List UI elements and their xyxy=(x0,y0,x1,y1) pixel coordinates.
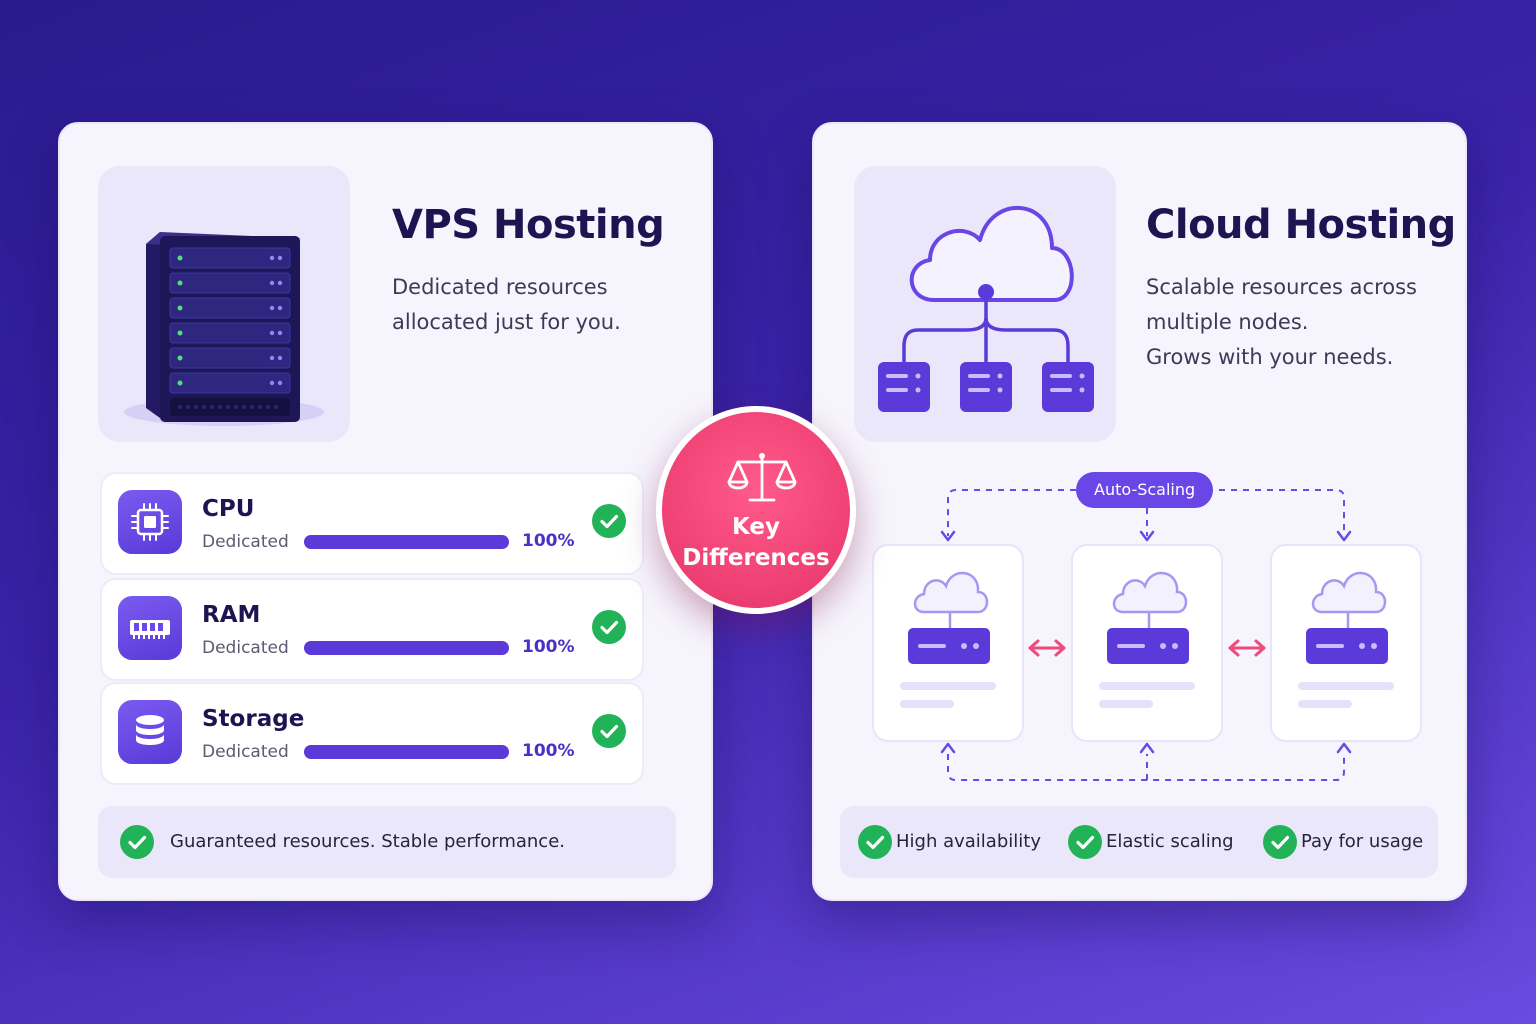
resource-progress-bar xyxy=(304,535,509,549)
cloud-node xyxy=(1071,544,1223,742)
resource-percent: 100% xyxy=(522,531,575,551)
resource-progress-bar xyxy=(304,641,509,655)
vps-hosting-card: VPS Hosting Dedicated resources allocate… xyxy=(58,122,713,901)
check-icon xyxy=(120,825,154,859)
cloud-title: Cloud Hosting xyxy=(1146,202,1456,248)
resource-name: Storage xyxy=(202,706,305,732)
auto-scaling-label: Auto-Scaling xyxy=(1076,472,1214,508)
resource-percent: 100% xyxy=(522,637,575,657)
resource-row-storage: Storage Dedicated 100% xyxy=(100,682,644,785)
check-icon xyxy=(858,825,892,859)
scale-icon xyxy=(727,453,797,502)
resource-label: Dedicated xyxy=(202,638,289,658)
cloud-hero-panel xyxy=(854,166,1116,442)
cloud-server-icon xyxy=(1298,571,1394,708)
cloud-features: High availability Elastic scaling Pay fo… xyxy=(840,806,1438,878)
check-icon xyxy=(592,610,626,644)
resource-progress-bar xyxy=(304,745,509,759)
cloud-network-icon xyxy=(878,205,1094,412)
database-icon xyxy=(118,700,182,764)
cpu-chip-icon xyxy=(118,490,182,554)
vps-desc-line: allocated just for you. xyxy=(392,310,621,334)
feature-label: High availability xyxy=(896,831,1041,852)
resource-label: Dedicated xyxy=(202,742,289,762)
resource-progress-fill xyxy=(304,641,509,655)
feature-label: Pay for usage xyxy=(1301,831,1424,852)
vps-desc-line: Dedicated resources xyxy=(392,275,608,299)
cloud-desc-line: multiple nodes. xyxy=(1146,310,1309,334)
resource-name: CPU xyxy=(202,496,255,522)
key-differences-badge: Key Differences xyxy=(656,406,856,614)
resource-progress-fill xyxy=(304,745,509,759)
cloud-server-icon xyxy=(1099,571,1195,708)
vps-description: Dedicated resources allocated just for y… xyxy=(392,270,672,340)
check-icon xyxy=(592,504,626,538)
check-icon xyxy=(1068,825,1102,859)
vps-title: VPS Hosting xyxy=(392,202,665,248)
check-icon xyxy=(592,714,626,748)
resource-label: Dedicated xyxy=(202,532,289,552)
resource-row-cpu: CPU Dedicated 100% xyxy=(100,472,644,575)
check-icon xyxy=(1263,825,1297,859)
badge-label: Key Differences xyxy=(662,512,850,574)
badge-line: Key xyxy=(731,514,780,540)
auto-scaling-connectors xyxy=(940,489,1352,781)
vps-summary-text: Guaranteed resources. Stable performance… xyxy=(170,831,565,852)
vps-summary: Guaranteed resources. Stable performance… xyxy=(98,806,676,878)
cloud-desc-line: Scalable resources across xyxy=(1146,275,1417,299)
vps-hero-panel xyxy=(98,166,350,442)
cloud-hosting-card: Cloud Hosting Scalable resources across … xyxy=(812,122,1467,901)
resource-row-ram: RAM Dedicated 100% xyxy=(100,578,644,681)
resource-progress-fill xyxy=(304,535,509,549)
feature-label: Elastic scaling xyxy=(1106,831,1234,852)
resource-name: RAM xyxy=(202,602,261,628)
server-rack-icon xyxy=(124,232,324,426)
cloud-server-icon xyxy=(900,571,996,708)
resource-percent: 100% xyxy=(522,741,575,761)
cloud-description: Scalable resources across multiple nodes… xyxy=(1146,270,1446,375)
cloud-node xyxy=(1270,544,1422,742)
badge-line: Differences xyxy=(682,545,830,571)
cloud-node xyxy=(872,544,1024,742)
ram-module-icon xyxy=(118,596,182,660)
cloud-desc-line: Grows with your needs. xyxy=(1146,345,1394,369)
